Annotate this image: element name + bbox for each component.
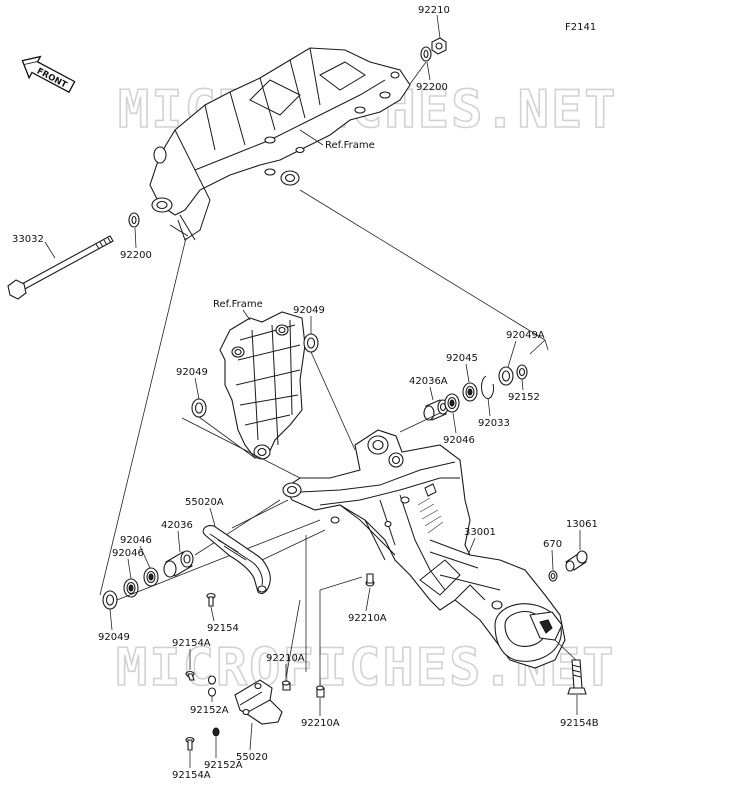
frame-bracket — [219, 311, 306, 460]
label-92154A-2: 92154A — [172, 770, 211, 781]
ref-frame-top: Ref.Frame — [325, 140, 375, 151]
label-92152A-2: 92152A — [204, 760, 243, 771]
seal-92049-bottom — [102, 590, 118, 610]
screw-92154 — [206, 592, 216, 607]
label-92210A-right: 92210A — [348, 613, 387, 624]
label-92046-l2: 92046 — [112, 548, 144, 559]
chain-slider-55020A — [202, 525, 271, 595]
label-92200-left: 92200 — [120, 250, 152, 261]
frame-section — [149, 47, 411, 241]
bearing-92046-left2 — [123, 578, 139, 598]
label-33001: 33001 — [464, 527, 496, 538]
swingarm-33001 — [282, 429, 566, 669]
label-92046-right: 92046 — [443, 435, 475, 446]
seal-92049-upper — [303, 333, 319, 353]
label-92049A: 92049A — [506, 330, 545, 341]
bolt-92210A-right — [365, 573, 375, 587]
seal-92049A — [498, 366, 514, 386]
bearing-92046-right — [444, 393, 460, 413]
screw-92154A-2 — [185, 736, 195, 751]
label-33032: 33032 — [12, 234, 44, 245]
figure-code: F2141 — [565, 22, 596, 33]
label-55020: 55020 — [236, 752, 268, 763]
nut-92210-top — [431, 37, 447, 55]
collar-92152A-2 — [212, 727, 220, 737]
label-92033: 92033 — [478, 418, 510, 429]
pivot-bolt-33032 — [7, 235, 114, 300]
label-92045: 92045 — [446, 353, 478, 364]
chain-guide-55020 — [234, 679, 283, 725]
ref-frame-center: Ref.Frame — [213, 299, 263, 310]
collar-42036 — [163, 550, 194, 578]
screw-92154A-1 — [185, 670, 195, 681]
label-92210A-bottom: 92210A — [301, 718, 340, 729]
label-92152A-1: 92152A — [190, 705, 229, 716]
label-92210A-mid: 92210A — [266, 653, 305, 664]
label-55020A: 55020A — [185, 497, 224, 508]
label-92154: 92154 — [207, 623, 239, 634]
label-92210-top: 92210 — [418, 5, 450, 16]
collar-92152A-1 — [207, 675, 217, 697]
front-arrow-icon: FRONT — [21, 55, 76, 94]
circlip-92033 — [481, 375, 494, 400]
washer-92200-top — [420, 46, 432, 62]
bearing-92046-left1 — [143, 567, 159, 587]
collar-13061 — [565, 550, 588, 572]
label-92152-right: 92152 — [508, 392, 540, 403]
label-92046-l1: 92046 — [120, 535, 152, 546]
label-92049-bottom: 92049 — [98, 632, 130, 643]
bearing-92045 — [462, 382, 478, 402]
label-92049-upper: 92049 — [293, 305, 325, 316]
collar-92152-right — [516, 364, 528, 380]
label-92154B: 92154B — [560, 718, 599, 729]
label-92154A-1: 92154A — [172, 638, 211, 649]
label-670: 670 — [543, 539, 562, 550]
bolt-92154B — [567, 659, 587, 695]
washer-92200-left — [128, 212, 140, 228]
bolt-92210A-bottom — [315, 685, 325, 698]
collar-42036A — [423, 399, 449, 421]
label-42036: 42036 — [161, 520, 193, 531]
label-92200-top: 92200 — [416, 82, 448, 93]
label-13061: 13061 — [566, 519, 598, 530]
label-42036A: 42036A — [409, 376, 448, 387]
oring-670 — [548, 570, 558, 582]
seal-92049-left — [191, 398, 207, 418]
bolt-92210A-mid — [281, 680, 291, 691]
label-92049-left: 92049 — [176, 367, 208, 378]
